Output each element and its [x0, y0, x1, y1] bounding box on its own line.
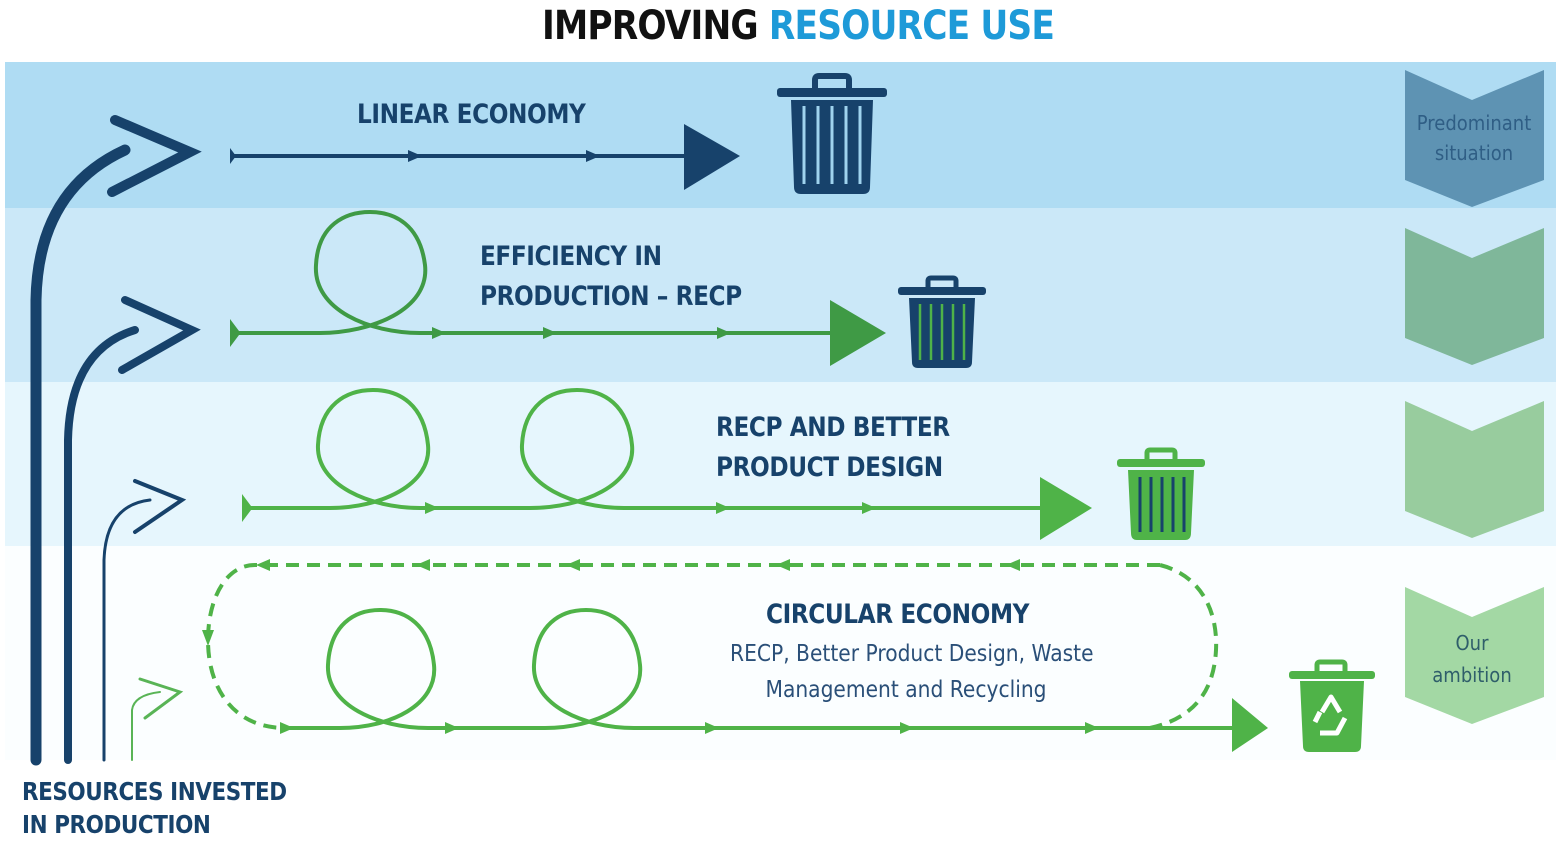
trash-bin-green-icon — [1117, 447, 1205, 540]
circular-flow — [202, 559, 1268, 752]
linear-arrowhead — [684, 124, 740, 190]
chevron-ambition — [1405, 587, 1544, 724]
stem-efficiency — [64, 326, 139, 764]
chevron-predominant-text-1: Predominant — [1416, 111, 1532, 135]
title-part-2: RESOURCE USE — [768, 3, 1055, 49]
label-efficiency-line1: EFFICIENCY IN — [480, 241, 662, 272]
resources-label-line1: RESOURCES INVESTED — [22, 777, 287, 806]
stem-recp-design-head — [133, 479, 187, 534]
recycle-bin-green-icon — [1289, 659, 1375, 752]
recp-design-arrowhead — [1040, 477, 1092, 540]
band-efficiency — [5, 208, 1556, 383]
efficiency-flow — [230, 209, 886, 366]
chevron-ambition-text-2: ambition — [1432, 663, 1512, 687]
page-title: IMPROVING RESOURCE USE — [112, 0, 1485, 52]
stem-efficiency-head — [118, 296, 201, 374]
label-efficiency-line2: PRODUCTION – RECP — [480, 281, 742, 312]
stem-circular — [131, 691, 161, 761]
label-linear-economy: LINEAR ECONOMY — [357, 99, 586, 130]
recp-design-flow — [242, 387, 1092, 540]
circular-arrowhead — [1232, 698, 1268, 752]
band-recp-design — [5, 382, 1556, 546]
stem-linear-head — [107, 115, 202, 197]
recycle-icon — [1312, 694, 1348, 736]
chevron-3 — [1405, 401, 1544, 538]
chevron-ambition-text-1: Our — [1455, 631, 1489, 655]
title-part-1: IMPROVING — [542, 3, 759, 49]
label-recp-design-line2: PRODUCT DESIGN — [716, 452, 943, 483]
side-chevrons — [1405, 70, 1544, 724]
chevron-predominant — [1405, 70, 1544, 207]
band-circular-economy — [5, 546, 1556, 760]
band-linear-economy — [5, 62, 1556, 209]
sublabel-circular-line2: Management and Recycling — [765, 677, 1047, 703]
chevron-predominant-text-2: situation — [1434, 141, 1514, 165]
stem-circular-head — [138, 677, 184, 720]
resources-label-line2: IN PRODUCTION — [22, 810, 211, 839]
trash-bin-navy-green-stripes-icon — [898, 275, 986, 368]
label-recp-design-line1: RECP AND BETTER — [716, 412, 950, 443]
trash-bin-navy-icon — [777, 73, 887, 194]
stem-recp-design — [102, 498, 152, 762]
efficiency-arrowhead — [830, 300, 886, 366]
label-circular-economy: CIRCULAR ECONOMY — [766, 599, 1030, 630]
linear-flow — [230, 124, 740, 190]
resource-stems — [30, 115, 202, 766]
sublabel-circular-line1: RECP, Better Product Design, Waste — [730, 641, 1094, 667]
chevron-2 — [1405, 228, 1544, 365]
stem-linear — [30, 144, 131, 766]
